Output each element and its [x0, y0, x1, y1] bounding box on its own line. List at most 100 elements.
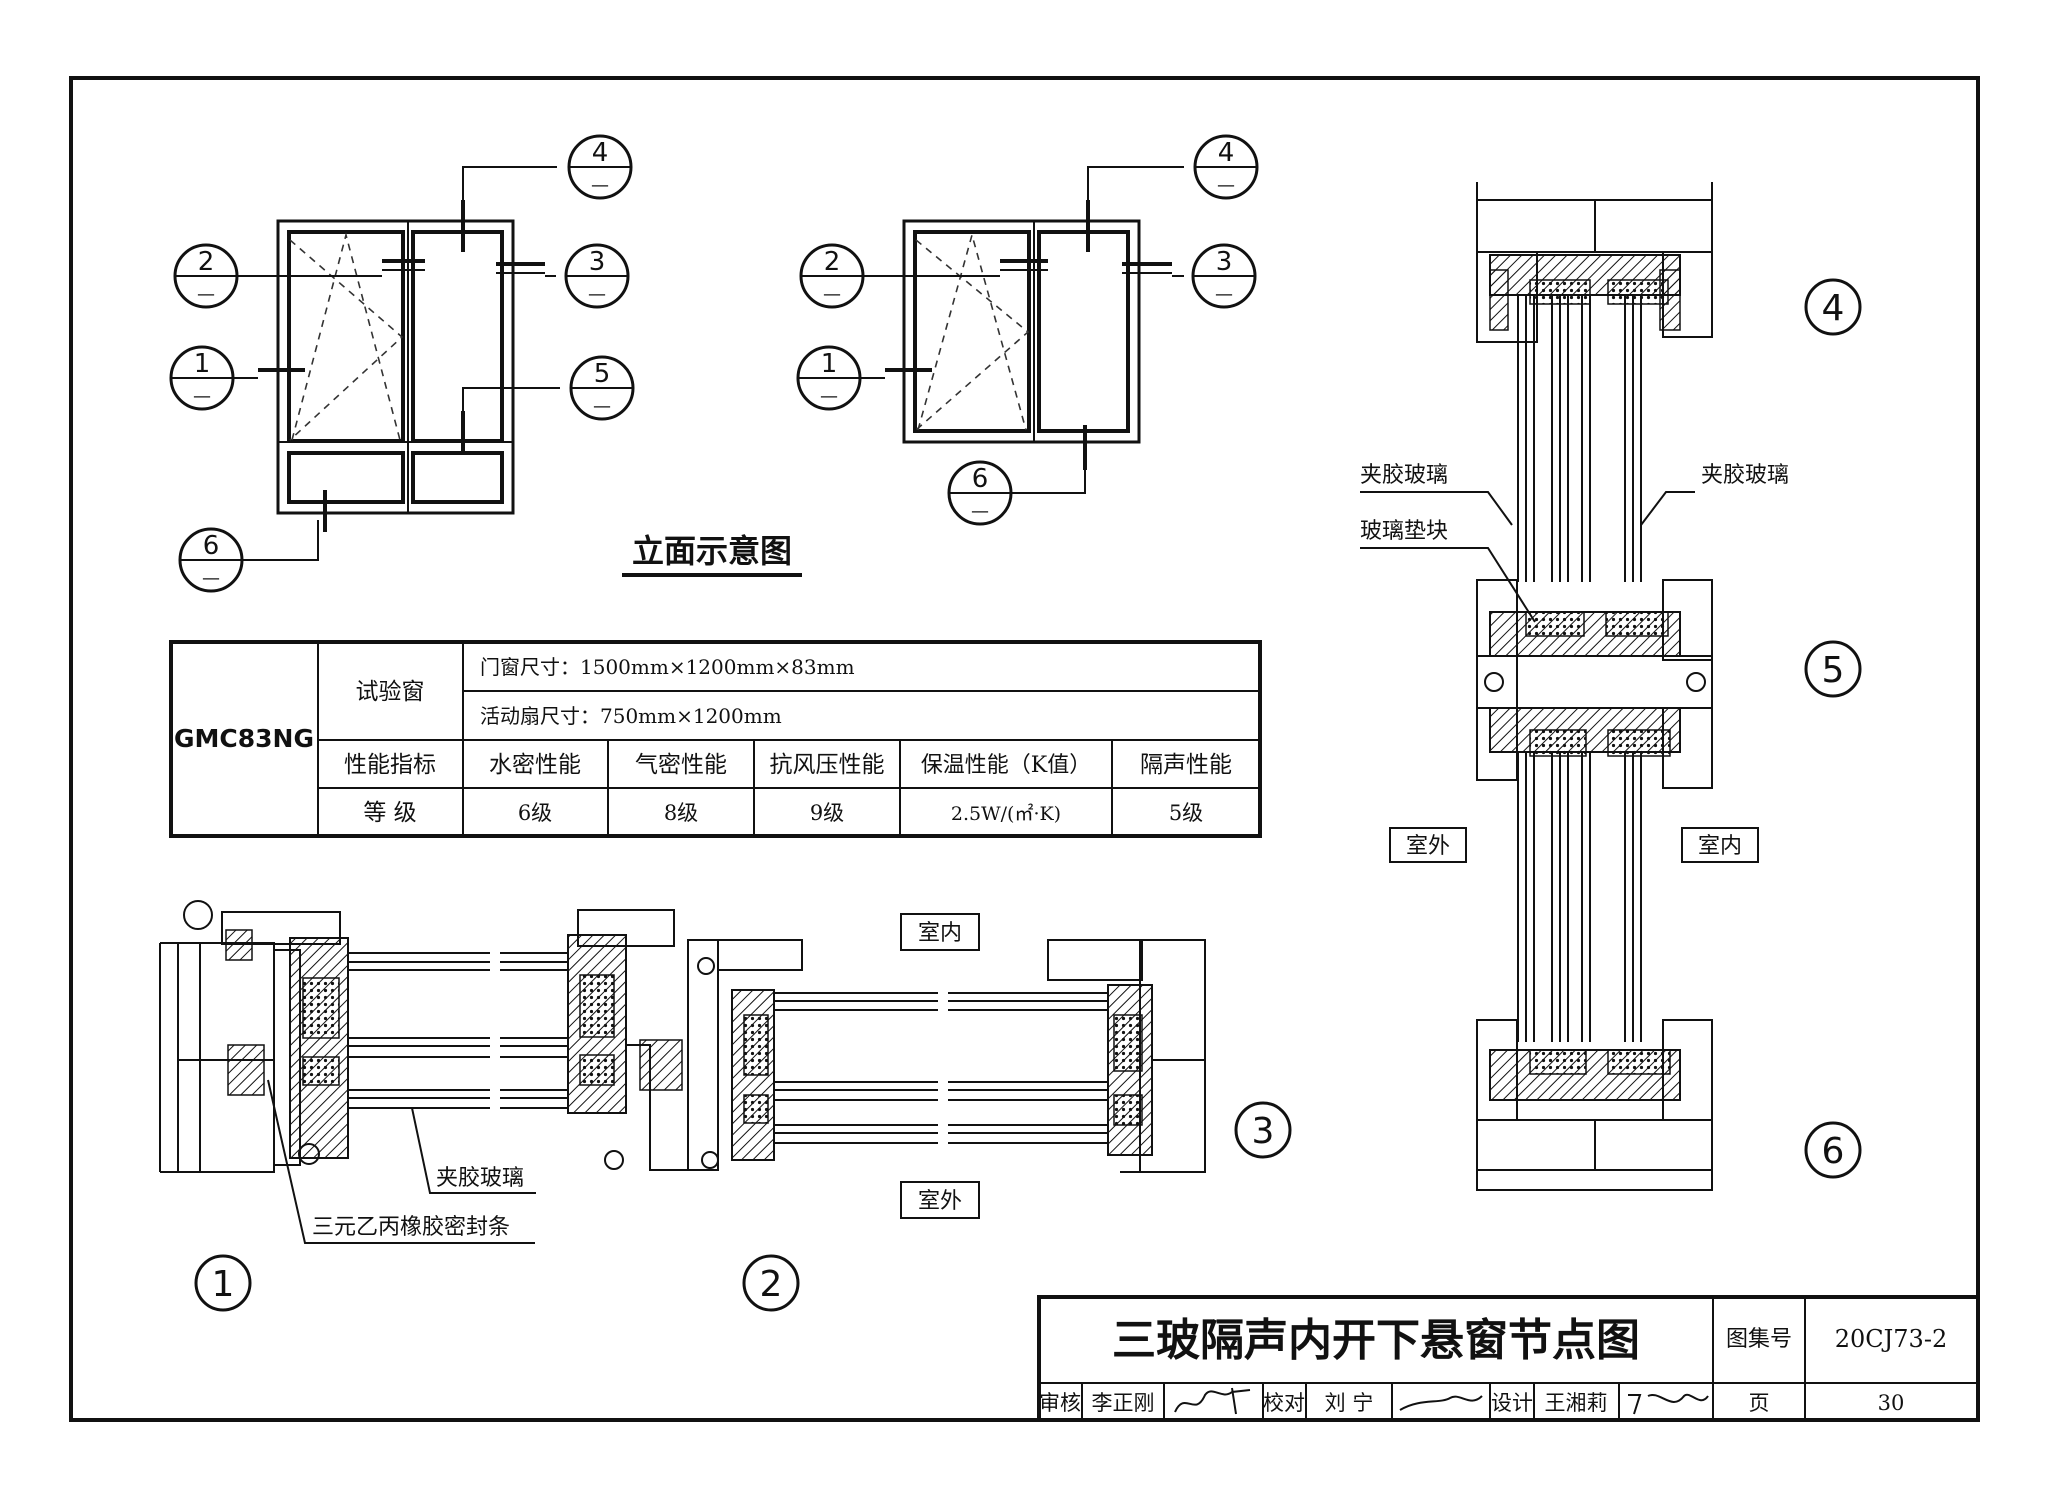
leader-laminated-glass: [411, 1107, 536, 1194]
table-perf-label: 性能指标: [344, 752, 436, 778]
section-marker-3: 3—: [564, 243, 630, 309]
section-marker-2: 2—: [173, 243, 239, 309]
detail-marker-4-num: 4: [1822, 288, 1845, 329]
table-grade-label: 等 级: [363, 800, 416, 826]
leader-glass-block: [1360, 547, 1536, 623]
indoor-label: 室内: [918, 921, 962, 946]
section-marker-sheet: —: [197, 284, 215, 305]
elevation-title: 立面示意图: [632, 532, 792, 570]
atlas-number: 20CJ73-2: [1835, 1325, 1947, 1353]
outdoor-label-box-2: [1389, 827, 1467, 863]
section-marker-number: 4: [592, 138, 609, 168]
indoor-label-2: 室内: [1698, 834, 1742, 859]
laminated-glass-label-left: 夹胶玻璃: [1360, 463, 1448, 488]
page-number: 30: [1878, 1391, 1905, 1415]
outdoor-label: 室外: [918, 1189, 962, 1214]
table-sash-size: 活动扇尺寸：750mm×1200mm: [480, 704, 782, 728]
table-grade: 6级: [518, 801, 552, 825]
section-marker-1: 1—: [796, 345, 862, 411]
page-label: 页: [1749, 1391, 1770, 1415]
outdoor-label-2: 室外: [1406, 834, 1450, 859]
detail-marker-2: [742, 1254, 800, 1312]
section-marker-sheet: —: [1217, 175, 1235, 196]
section-marker-number: 1: [194, 349, 211, 379]
section-marker-sheet: —: [971, 501, 989, 522]
design-label: 设计: [1491, 1391, 1533, 1415]
title-block: [1037, 1295, 1980, 1422]
detail-marker-1: [194, 1254, 252, 1312]
section-marker-number: 4: [1218, 138, 1235, 168]
check-label: 校对: [1263, 1391, 1305, 1415]
sheet-border: [69, 76, 1980, 1422]
section-marker-4: 4—: [1193, 134, 1259, 200]
section-marker-sheet: —: [820, 386, 838, 407]
detail-marker-6-num: 6: [1822, 1131, 1845, 1172]
detail-marker-6: [1804, 1121, 1862, 1179]
detail-marker-4: [1804, 278, 1862, 336]
section-marker-sheet: —: [823, 284, 841, 305]
table-window-size: 门窗尺寸：1500mm×1200mm×83mm: [480, 655, 855, 679]
detail-marker-1-num: 1: [212, 1264, 235, 1305]
section-marker-number: 3: [1216, 247, 1233, 277]
outdoor-label-box: [900, 1181, 980, 1219]
table-grade: 5级: [1169, 801, 1203, 825]
epdm-seal-label: 三元乙丙橡胶密封条: [312, 1215, 510, 1240]
table-grade: 9级: [810, 801, 844, 825]
section-marker-5: 5—: [569, 355, 635, 421]
reviewer-name: 李正刚: [1092, 1391, 1155, 1415]
checker-signature: [1399, 1395, 1483, 1411]
designer-signature: [1628, 1393, 1709, 1415]
section-marker-number: 5: [594, 359, 611, 389]
detail-marker-2-num: 2: [760, 1264, 783, 1305]
elevation-left: [232, 166, 560, 561]
detail-marker-5-num: 5: [1822, 650, 1845, 691]
section-marker-sheet: —: [588, 284, 606, 305]
section-marker-3: 3—: [1191, 243, 1257, 309]
table-header: 气密性能: [635, 752, 727, 778]
table-header: 隔声性能: [1140, 752, 1232, 778]
section-marker-1: 1—: [169, 345, 235, 411]
table-grade: 8级: [664, 801, 698, 825]
section-marker-6: 6—: [178, 527, 244, 593]
indoor-label-box: [900, 913, 980, 951]
laminated-glass-label: 夹胶玻璃: [436, 1166, 524, 1191]
section-marker-sheet: —: [593, 396, 611, 417]
review-label: 审核: [1039, 1391, 1081, 1415]
section-marker-number: 6: [972, 464, 989, 494]
section-marker-2: 2—: [799, 243, 865, 309]
section-marker-number: 2: [824, 247, 841, 277]
reviewer-signature: [1174, 1387, 1251, 1415]
section-marker-6: 6—: [947, 460, 1013, 526]
checker-name: 刘 宁: [1325, 1391, 1374, 1415]
table-model: GMC83NG: [174, 724, 314, 753]
table-header: 抗风压性能: [770, 752, 885, 778]
section-marker-sheet: —: [193, 386, 211, 407]
section-marker-sheet: —: [202, 568, 220, 589]
section-marker-4: 4—: [567, 134, 633, 200]
designer-name: 王湘莉: [1545, 1391, 1608, 1415]
section-marker-number: 1: [821, 349, 838, 379]
detail-marker-5: [1804, 640, 1862, 698]
atlas-label: 图集号: [1726, 1327, 1792, 1352]
table-header: 保温性能（K值）: [921, 753, 1091, 778]
glass-block-label: 玻璃垫块: [1360, 519, 1448, 544]
detail-marker-3: [1234, 1101, 1292, 1159]
drawing-title: 三玻隔声内开下悬窗节点图: [1112, 1315, 1640, 1366]
leader-epdm-seal: [267, 1079, 535, 1244]
elevation-right: [860, 166, 1184, 494]
table-test-window-label: 试验窗: [356, 679, 425, 705]
section-marker-number: 2: [198, 247, 215, 277]
section-marker-number: 6: [203, 531, 220, 561]
horizontal-section: [159, 900, 1206, 1173]
section-marker-sheet: —: [1215, 284, 1233, 305]
detail-marker-3-num: 3: [1252, 1111, 1275, 1152]
table-header: 水密性能: [489, 752, 581, 778]
indoor-label-box-2: [1681, 827, 1759, 863]
section-marker-sheet: —: [591, 175, 609, 196]
performance-table: [169, 640, 1262, 838]
laminated-glass-label-right: 夹胶玻璃: [1701, 463, 1789, 488]
vertical-section: [1476, 182, 1713, 1191]
leader-laminated-glass-left: [1360, 491, 1513, 526]
section-marker-number: 3: [589, 247, 606, 277]
